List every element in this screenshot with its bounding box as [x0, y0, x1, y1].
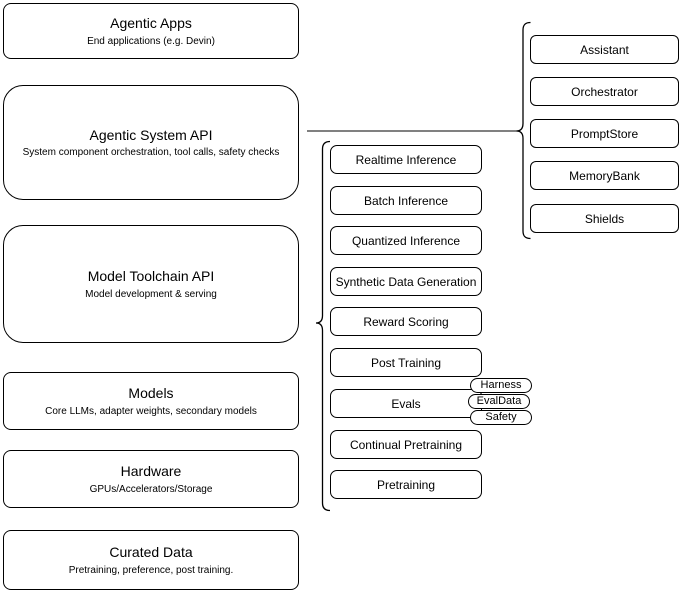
tag-harness: Harness [470, 378, 532, 393]
node-subtitle: End applications (e.g. Devin) [87, 35, 215, 47]
node-title: Agentic Apps [110, 15, 192, 32]
node-realtime-inference: Realtime Inference [330, 145, 482, 174]
tag-safety: Safety [470, 410, 532, 425]
node-quantized-inference: Quantized Inference [330, 226, 482, 255]
node-subtitle: Model development & serving [85, 288, 217, 300]
node-title: Hardware [120, 463, 182, 480]
node-title: Model Toolchain API [87, 268, 215, 285]
node-assistant: Assistant [530, 35, 679, 64]
node-reward-scoring: Reward Scoring [330, 307, 482, 336]
node-promptstore: PromptStore [530, 119, 679, 148]
node-agentic-apps: Agentic Apps End applications (e.g. Devi… [3, 3, 299, 59]
node-continual-pretraining: Continual Pretraining [330, 430, 482, 459]
node-agentic-system-api: Agentic System API System component orch… [3, 85, 299, 200]
node-orchestrator: Orchestrator [530, 77, 679, 106]
node-synthetic-data-generation: Synthetic Data Generation [330, 267, 482, 296]
node-memorybank: MemoryBank [530, 161, 679, 190]
node-pretraining: Pretraining [330, 470, 482, 499]
node-title: Models [128, 385, 174, 402]
node-evals: Evals [330, 389, 482, 418]
node-subtitle: System component orchestration, tool cal… [22, 147, 280, 159]
node-shields: Shields [530, 204, 679, 233]
node-title: Curated Data [109, 544, 193, 561]
node-subtitle: Core LLMs, adapter weights, secondary mo… [45, 405, 257, 417]
node-title: Agentic System API [89, 126, 213, 143]
node-subtitle: Pretraining, preference, post training. [68, 564, 234, 576]
tag-evaldata: EvalData [468, 394, 530, 409]
node-curated-data: Curated Data Pretraining, preference, po… [3, 530, 299, 590]
node-model-toolchain-api: Model Toolchain API Model development & … [3, 225, 299, 343]
node-post-training: Post Training [330, 348, 482, 377]
node-batch-inference: Batch Inference [330, 186, 482, 215]
node-models: Models Core LLMs, adapter weights, secon… [3, 372, 299, 430]
brace-toolchain-components [315, 140, 331, 512]
node-subtitle: GPUs/Accelerators/Storage [89, 483, 213, 495]
node-hardware: Hardware GPUs/Accelerators/Storage [3, 450, 299, 508]
brace-system-components [516, 21, 531, 240]
